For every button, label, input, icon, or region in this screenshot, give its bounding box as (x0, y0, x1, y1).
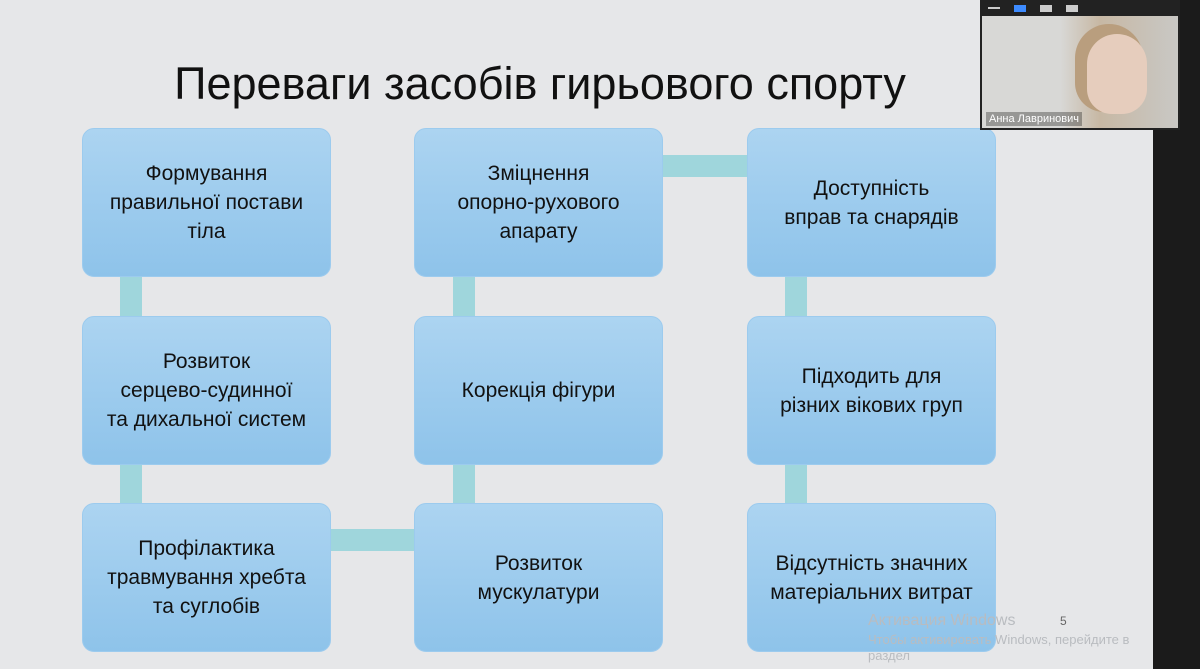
connector (785, 277, 807, 317)
grid-view-icon[interactable] (1066, 4, 1078, 12)
slide-title: Переваги засобів гирьового спорту (174, 58, 906, 109)
diagram-box: Відсутність значних матеріальних витрат (747, 503, 996, 652)
diagram-box: Профілактика травмування хребта та сугло… (82, 503, 331, 652)
connector (120, 277, 142, 317)
participant-video: Анна Лавринович (982, 16, 1178, 128)
diagram-box: Формування правильної постави тіла (82, 128, 331, 277)
diagram-box: Підходить для різних вікових груп (747, 316, 996, 465)
participant-face (1087, 34, 1147, 114)
stacked-view-icon[interactable] (1040, 4, 1052, 12)
windows-activation-subtitle: Чтобы активировать Windows, перейдите в … (868, 632, 1130, 663)
participant-name: Анна Лавринович (986, 112, 1083, 126)
connector (785, 465, 807, 505)
page-number: 5 (1060, 614, 1067, 628)
minimize-icon[interactable] (988, 7, 1000, 9)
windows-activation-title: Активация Windows (868, 612, 1016, 629)
diagram-box: Розвиток серцево-судинної та дихальної с… (82, 316, 331, 465)
video-tile[interactable]: Анна Лавринович (980, 0, 1180, 130)
diagram-box: Розвиток мускулатури (414, 503, 663, 652)
connector (453, 465, 475, 505)
diagram-box: Корекція фігури (414, 316, 663, 465)
presentation-slide: Переваги засобів гирьового спорту Формув… (82, 58, 1130, 663)
video-toolbar (980, 0, 1180, 16)
diagram-box: Зміцнення опорно-рухового апарату (414, 128, 663, 277)
connector (663, 155, 747, 177)
connector (120, 465, 142, 505)
diagram-box: Доступність вправ та снарядів (747, 128, 996, 277)
single-view-icon[interactable] (1014, 4, 1026, 12)
connector (331, 529, 415, 551)
connector (453, 277, 475, 317)
